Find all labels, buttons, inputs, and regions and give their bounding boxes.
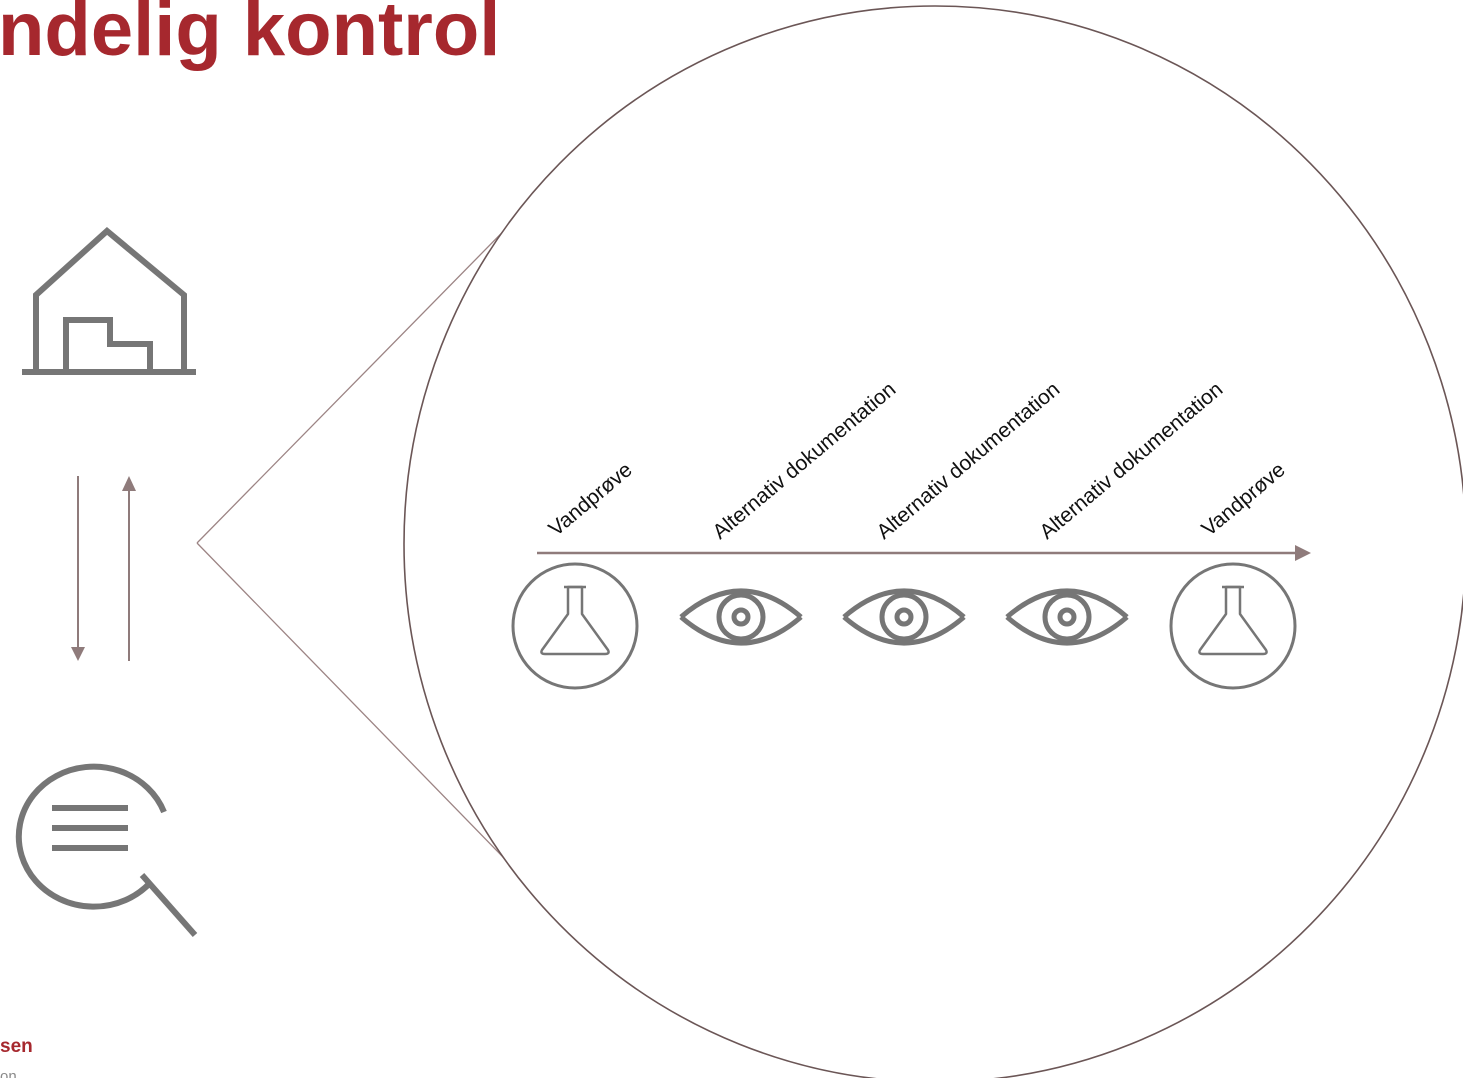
timeline-arrow — [537, 545, 1311, 561]
house-icon — [22, 227, 196, 375]
page-title: ndelig kontrol — [0, 0, 501, 72]
flask-icon — [1169, 562, 1297, 690]
footer-subtitle: on — [0, 1068, 17, 1078]
arrow-down-icon — [71, 476, 85, 661]
eye-icon — [1005, 588, 1129, 646]
flask-icon — [511, 562, 639, 690]
arrow-up-icon — [122, 476, 136, 661]
zoom-circle — [403, 5, 1463, 1078]
eye-icon — [679, 588, 803, 646]
zoom-callout-lines — [196, 193, 541, 896]
eye-icon — [842, 588, 966, 646]
footer-name: sen — [0, 1036, 33, 1057]
magnifier-document-icon — [15, 763, 198, 937]
